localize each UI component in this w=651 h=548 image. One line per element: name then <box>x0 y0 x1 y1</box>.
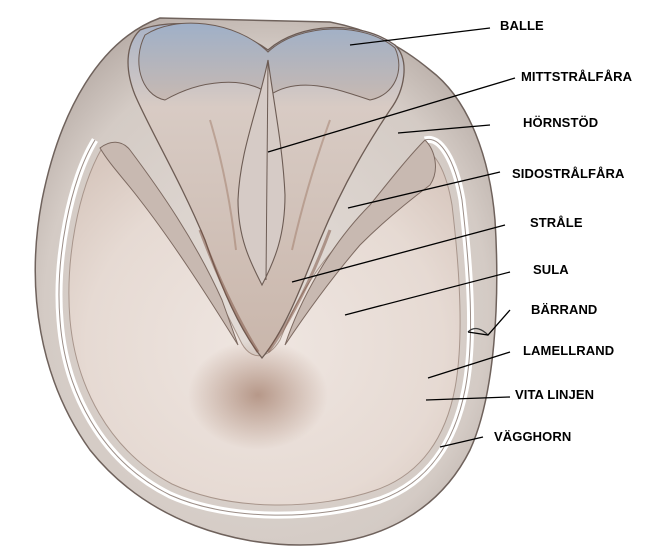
label-lamellrand: LAMELLRAND <box>523 343 614 358</box>
label-sidostralfara: SIDOSTRÅLFÅRA <box>512 166 625 181</box>
label-strale: STRÅLE <box>530 215 583 230</box>
label-sula: SULA <box>533 262 569 277</box>
label-hornstod: HÖRNSTÖD <box>523 115 598 130</box>
label-balle: BALLE <box>500 18 544 33</box>
label-vagghorn: VÄGGHORN <box>494 429 571 444</box>
label-mittstralfara: MITTSTRÅLFÅRA <box>521 69 632 84</box>
label-vita-linjen: VITA LINJEN <box>515 387 594 402</box>
label-barrand: BÄRRAND <box>531 302 597 317</box>
